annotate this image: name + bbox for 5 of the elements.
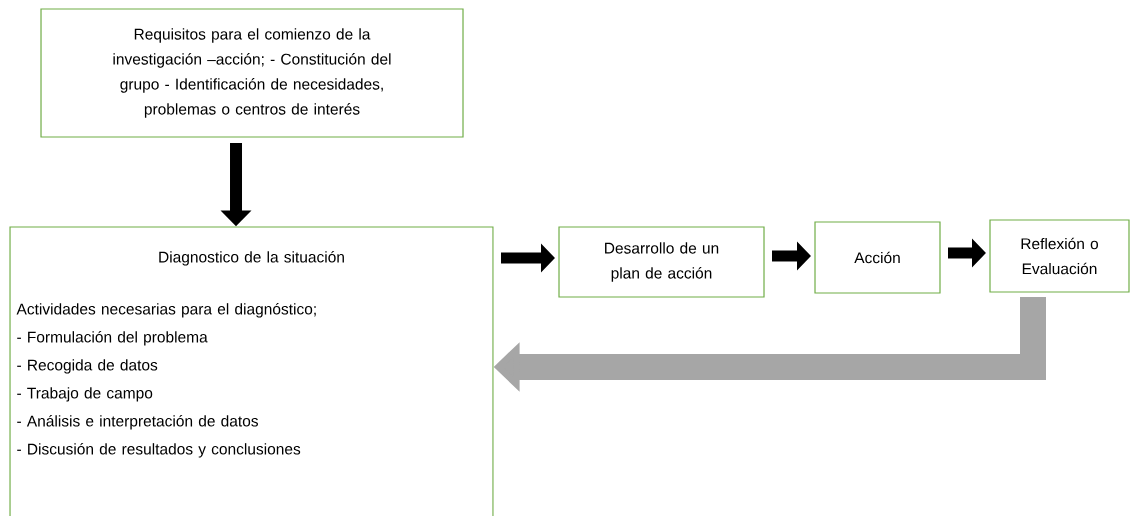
process-box: Acción — [814, 221, 941, 294]
process-box: Requisitos para el comienzo de la investigación –acción; - Constitución del grupo - Identificación de necesidades, problemas o centros de interés — [40, 8, 464, 138]
process-box: Diagnostico de la situación Actividades necesarias para el diagnóstico; - Formulación del problema - Recogida de datos - Trabajo de campo - Análisis e interpretación de datos - Discusión de resultados y conclusiones — [9, 226, 494, 516]
process-box: Reflexión o Evaluación — [989, 219, 1130, 293]
process-box: Desarrollo de un plan de acción — [558, 226, 765, 298]
